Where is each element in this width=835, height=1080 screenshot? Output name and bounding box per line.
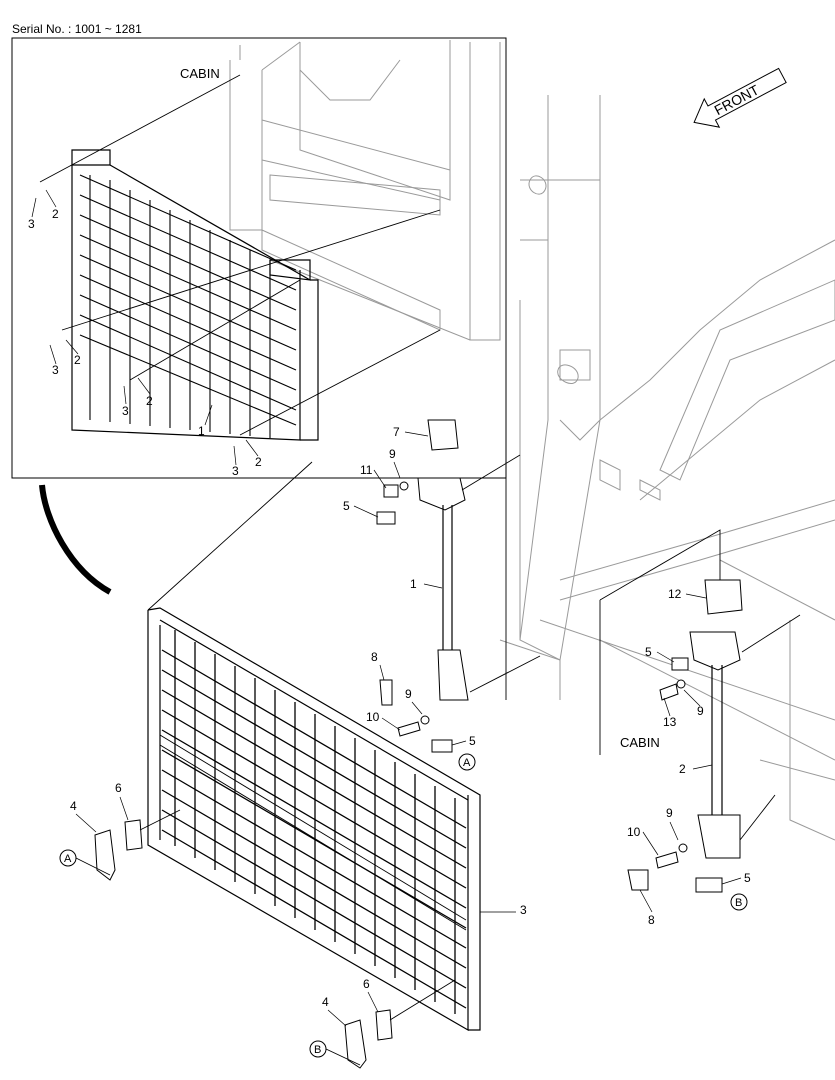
- callout-12: 12: [668, 587, 682, 601]
- callout-3: 3: [520, 903, 527, 917]
- callout-3: 3: [52, 363, 59, 377]
- cabin-label-inset: CABIN: [180, 66, 220, 81]
- callout-3: 3: [122, 404, 129, 418]
- latch-assembly-upper: [94, 809, 181, 881]
- callout-1: 1: [198, 424, 205, 438]
- leader-lines: [31, 189, 742, 1027]
- callout-1: 1: [410, 577, 417, 591]
- callout-10: 10: [627, 825, 641, 839]
- stay-assembly-1: [376, 419, 541, 753]
- callout-10: 10: [366, 710, 380, 724]
- cabin-label-main: CABIN: [620, 735, 660, 750]
- latch-assembly-lower: [344, 979, 456, 1069]
- callout-2: 2: [255, 455, 262, 469]
- callout-5: 5: [469, 734, 476, 748]
- front-arrow: FRONT: [693, 67, 787, 128]
- callout-9: 9: [405, 687, 412, 701]
- inset-panel: [11, 37, 507, 700]
- callout-3: 3: [232, 464, 239, 478]
- callout-4: 4: [70, 799, 77, 813]
- main-net-panel: [147, 607, 481, 1032]
- ref-b-main: B: [735, 897, 742, 909]
- callout-5: 5: [744, 871, 751, 885]
- callout-13: 13: [663, 715, 677, 729]
- callout-8: 8: [648, 913, 655, 927]
- callout-9: 9: [697, 704, 704, 718]
- callout-6: 6: [115, 781, 122, 795]
- callout-5: 5: [645, 645, 652, 659]
- callout-2: 2: [146, 394, 153, 408]
- cabin-frame: [229, 40, 835, 841]
- callout-9: 9: [666, 806, 673, 820]
- callout-3: 3: [28, 217, 35, 231]
- callout-8: 8: [371, 650, 378, 664]
- reference-markers: A A B B: [59, 753, 748, 1066]
- wire-harness: [39, 484, 112, 595]
- serial-number: Serial No. : 1001 ~ 1281: [12, 22, 142, 36]
- callout-2: 2: [52, 207, 59, 221]
- inset-net-panel: [39, 74, 441, 441]
- ref-a-latch: A: [64, 853, 72, 865]
- callout-2: 2: [74, 353, 81, 367]
- callout-4: 4: [322, 995, 329, 1009]
- callout-7: 7: [393, 425, 400, 439]
- callout-9: 9: [389, 447, 396, 461]
- callout-6: 6: [363, 977, 370, 991]
- stay-assembly-2: [599, 529, 801, 893]
- callout-11: 11: [360, 463, 373, 477]
- callout-5: 5: [343, 499, 350, 513]
- labels: CABIN CABIN 3 2 3 2 3 2 1 3 2 7 9 11 5 1…: [28, 66, 751, 1009]
- ref-a-main: A: [463, 757, 471, 769]
- callout-2: 2: [679, 762, 686, 776]
- ref-b-latch: B: [314, 1044, 321, 1056]
